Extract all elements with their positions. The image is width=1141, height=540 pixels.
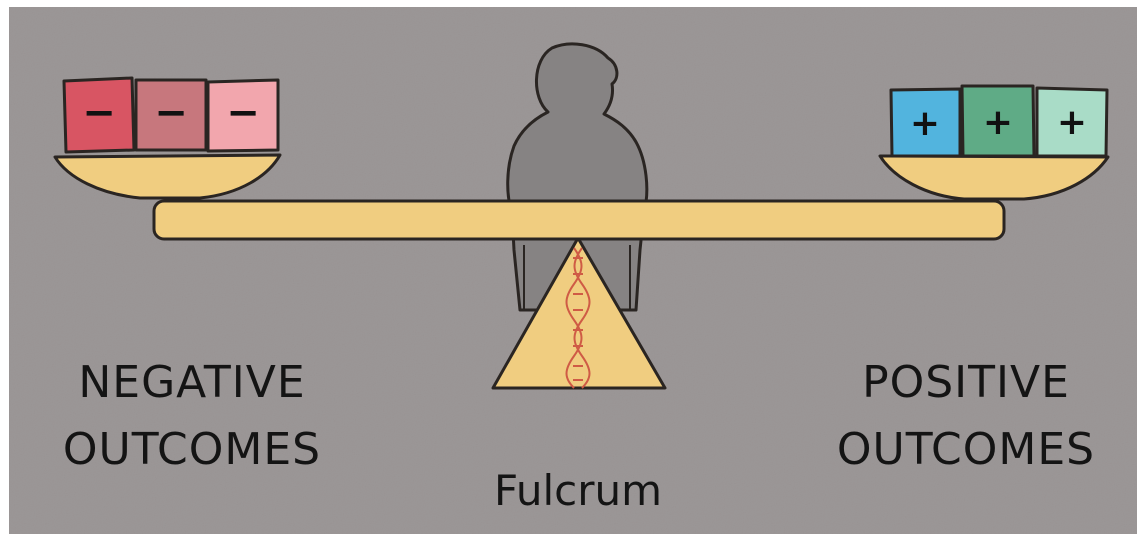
positive-label-line2: OUTCOMES	[837, 424, 1095, 475]
plus-sign: +	[910, 103, 940, 144]
minus-sign: −	[226, 90, 260, 136]
negative-block: −	[208, 80, 278, 151]
balance-beam	[154, 201, 1004, 239]
minus-sign: −	[82, 90, 116, 136]
positive-block: +	[891, 89, 960, 156]
negative-label-line1: NEGATIVE	[78, 357, 305, 408]
plus-sign: +	[983, 102, 1013, 143]
negative-block: −	[136, 80, 206, 150]
negative-block: −	[64, 78, 134, 152]
plus-sign: +	[1057, 102, 1087, 143]
negative-label-line2: OUTCOMES	[63, 424, 321, 475]
fulcrum-label: Fulcrum	[494, 466, 662, 515]
positive-block: +	[962, 86, 1034, 156]
negative-blocks: − − −	[64, 78, 278, 152]
positive-label-line1: POSITIVE	[862, 357, 1070, 408]
minus-sign: −	[154, 90, 188, 136]
positive-blocks: + + +	[891, 86, 1107, 156]
positive-block: +	[1037, 88, 1107, 156]
